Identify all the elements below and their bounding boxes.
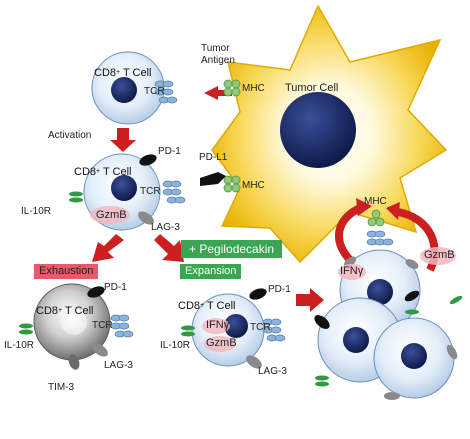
pdl1-ligand xyxy=(200,172,226,186)
tumor-cell-label: Tumor Cell xyxy=(285,82,339,94)
pd1-label: PD-1 xyxy=(158,146,181,157)
gzmb-glow xyxy=(90,206,130,224)
tumor-nucleus xyxy=(280,92,356,168)
arrow-antigen xyxy=(204,86,232,100)
tcr-label: TCR xyxy=(92,320,113,331)
il10r-label: IL-10R xyxy=(21,206,52,217)
activated-nucleus xyxy=(111,175,137,201)
tcr-icon xyxy=(110,314,134,338)
ifng-label: IFNγ xyxy=(206,319,230,331)
pdl1-label: PD-L1 xyxy=(199,152,228,163)
pegilodecakin-badge: + Pegilodecakin xyxy=(181,240,283,258)
pd1-receptor xyxy=(249,288,267,300)
naive-nucleus xyxy=(111,77,137,103)
cell-title: CD8+ T Cell xyxy=(74,166,132,178)
tim3-label: TIM-3 xyxy=(48,382,75,393)
il10r-label: IL-10R xyxy=(160,340,191,351)
tcr-icon xyxy=(162,180,186,204)
arrow-exhaustion xyxy=(92,234,124,262)
lag3-receptor xyxy=(246,355,262,369)
effector-cell-cluster xyxy=(314,209,463,400)
gzmb-label: GzmB xyxy=(424,249,455,261)
exhaustion-badge: Exhaustion xyxy=(34,264,99,279)
mhc-label: MHC xyxy=(242,180,265,191)
expansion-badge: Expansion xyxy=(180,264,242,279)
lag3-label: LAG-3 xyxy=(151,222,180,233)
ifng-glow xyxy=(202,318,230,334)
arrow-activation xyxy=(110,128,136,152)
arrow-cluster xyxy=(296,288,324,312)
il10r-icon xyxy=(181,325,195,337)
mhc-antigen-icon xyxy=(223,79,241,97)
tumor-antigen-label: Tumor Antigen xyxy=(201,43,235,66)
il10r-label: IL-10R xyxy=(4,340,35,351)
pd1-receptor xyxy=(139,154,157,166)
gzmb-label: GzmB xyxy=(206,337,237,349)
tcr-icon xyxy=(154,80,178,104)
pd1-label: PD-1 xyxy=(268,284,291,295)
cell-title: CD8+ T Cell xyxy=(178,300,236,312)
il10r-icon xyxy=(19,323,33,335)
activation-label: Activation xyxy=(48,130,92,141)
mhc-icon xyxy=(223,175,241,193)
arrow-curve-left xyxy=(335,204,362,265)
il10r-icon xyxy=(69,191,83,203)
cell-title: CD8+ T Cell xyxy=(94,67,152,79)
lag3-receptor xyxy=(92,343,108,357)
tcr-label: TCR xyxy=(144,86,165,97)
arrow-expansion xyxy=(154,234,184,262)
gzmb-glow xyxy=(204,336,236,352)
gzmb-label: GzmB xyxy=(96,209,127,221)
tcr-icon xyxy=(262,318,286,342)
lag3-receptor xyxy=(138,211,154,225)
exhausted-nucleus xyxy=(61,309,87,335)
lag3-label: LAG-3 xyxy=(258,366,287,377)
tcr-label: TCR xyxy=(140,186,161,197)
cell-title: CD8+ T Cell xyxy=(36,305,94,317)
pd1-receptor xyxy=(87,286,105,298)
lag3-label: LAG-3 xyxy=(104,360,133,371)
mhc-label: MHC xyxy=(242,83,265,94)
ifng-label: IFNγ xyxy=(340,265,364,277)
expanded-nucleus xyxy=(224,314,248,338)
pd1-label: PD-1 xyxy=(104,282,127,293)
tcr-label: TCR xyxy=(250,322,271,333)
tim3-receptor xyxy=(68,354,80,370)
mhc-label: MHC xyxy=(364,196,387,207)
